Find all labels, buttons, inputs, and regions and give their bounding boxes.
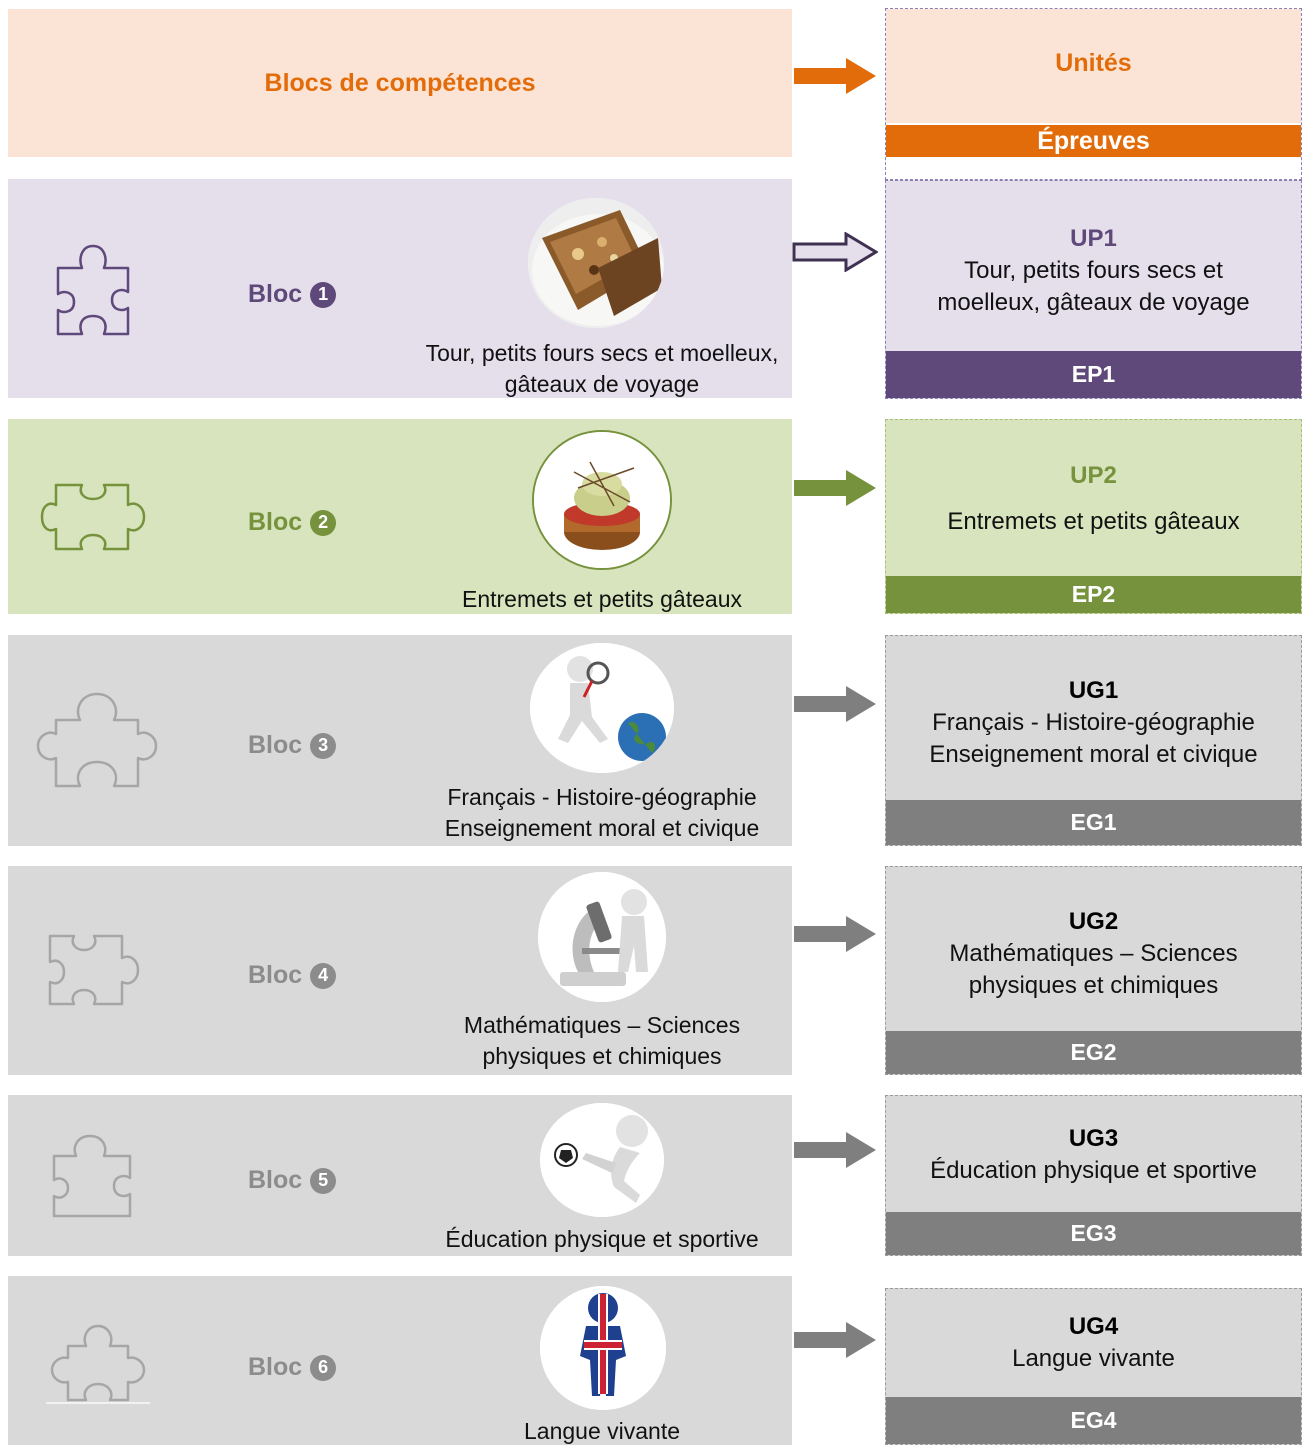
bloc-1-label: Bloc 1 — [248, 280, 337, 309]
bloc-word: Bloc — [248, 731, 303, 759]
epreuve-code: EG4 — [1070, 1407, 1117, 1433]
bloc-6-label: Bloc 6 — [248, 1353, 337, 1382]
bloc-number-badge: 6 — [310, 1354, 337, 1381]
unit-code: UG4 — [1068, 1313, 1119, 1340]
unit-line: physiques et chimiques — [968, 972, 1219, 999]
bloc-6-arrow-icon — [794, 1322, 876, 1358]
ug1-content: UG1 Français - Histoire-géographie Ensei… — [886, 636, 1301, 802]
bloc-number-badge: 1 — [310, 281, 337, 308]
bloc-3-caption: Français - Histoire-géographie Enseignem… — [410, 782, 794, 844]
up1-content: UP1 Tour, petits fours secs et moelleux,… — [886, 181, 1301, 351]
ug2-box: UG2 Mathématiques – Sciences physiques e… — [885, 866, 1302, 1075]
caption-line: Enseignement moral et civique — [444, 815, 760, 841]
tartlet-photo — [532, 430, 672, 570]
header-arrow-icon — [794, 58, 876, 94]
bloc-5-label: Bloc 5 — [248, 1166, 337, 1195]
bloc-3-label: Bloc 3 — [248, 731, 337, 760]
unit-name: Entremets et petits gâteaux — [947, 508, 1240, 535]
unites-header-top: Unités — [886, 9, 1301, 123]
epreuves-band: Épreuves — [886, 125, 1301, 157]
ep1-band: EP1 — [886, 351, 1301, 398]
ug1-box: UG1 Français - Histoire-géographie Ensei… — [885, 635, 1302, 846]
bloc-2-caption: Entremets et petits gâteaux — [462, 586, 742, 612]
ug3-content: UG3 Éducation physique et sportive — [886, 1096, 1301, 1214]
epreuve-code: EG2 — [1070, 1039, 1117, 1065]
caption-line: Mathématiques – Sciences — [463, 1012, 741, 1038]
blocs-header: Blocs de compétences — [8, 9, 792, 157]
soccer-figure-photo — [540, 1103, 664, 1217]
unites-header: Unités Épreuves — [885, 8, 1302, 180]
ug3-box: UG3 Éducation physique et sportive EG3 — [885, 1095, 1302, 1256]
puzzle-icon — [40, 483, 146, 551]
unites-title: Unités — [1055, 48, 1132, 77]
ug2-content: UG2 Mathématiques – Sciences physiques e… — [886, 867, 1301, 1033]
bloc-6-caption: Langue vivante — [523, 1418, 680, 1444]
puzzle-icon — [52, 1134, 132, 1218]
puzzle-icon — [46, 1324, 150, 1404]
unit-line: Français - Histoire-géographie — [932, 709, 1255, 736]
puzzle-icon — [56, 244, 130, 336]
up2-content: UP2 Entremets et petits gâteaux — [886, 420, 1301, 578]
epreuve-code: EP2 — [1071, 581, 1116, 607]
puzzle-icon — [48, 934, 140, 1006]
epreuve-code: EP1 — [1071, 361, 1116, 387]
bloc-word: Bloc — [248, 508, 303, 536]
bloc-number-badge: 3 — [310, 732, 337, 759]
ep2-band: EP2 — [886, 576, 1301, 613]
caption-line: physiques et chimiques — [482, 1043, 722, 1069]
puzzle-icon — [36, 692, 158, 788]
bloc-number-badge: 2 — [310, 509, 337, 536]
bloc-word: Bloc — [248, 1166, 303, 1194]
bloc-4-label: Bloc 4 — [248, 961, 337, 990]
unit-name: Tour, petits fours secs et moelleux, gât… — [937, 257, 1250, 316]
unit-code: UG2 — [1068, 908, 1119, 935]
unit-line: Enseignement moral et civique — [929, 741, 1258, 768]
unit-code: UP2 — [1070, 462, 1117, 489]
bloc-number-badge: 4 — [310, 962, 337, 989]
cake-photo — [528, 198, 664, 328]
globe-figure-photo — [530, 643, 674, 773]
microscope-figure-photo — [538, 872, 666, 1002]
unit-line: Mathématiques – Sciences — [949, 940, 1238, 967]
bloc-word: Bloc — [248, 961, 303, 989]
blocs-header-title: Blocs de compétences — [264, 68, 536, 97]
bloc-5-caption: Éducation physique et sportive — [445, 1226, 759, 1252]
bloc-4-arrow-icon — [794, 916, 876, 952]
eg1-band: EG1 — [886, 800, 1301, 845]
bloc-5-arrow-icon — [794, 1132, 876, 1168]
ug4-box: UG4 Langue vivante EG4 — [885, 1288, 1302, 1445]
unit-code: UG1 — [1068, 677, 1119, 704]
bloc-number-badge: 5 — [310, 1167, 337, 1194]
bloc-2-label: Bloc 2 — [248, 508, 337, 537]
caption-line: Français - Histoire-géographie — [447, 784, 757, 810]
eg3-band: EG3 — [886, 1212, 1301, 1255]
up1-box: UP1 Tour, petits fours secs et moelleux,… — [885, 180, 1302, 399]
bloc-word: Bloc — [248, 1353, 303, 1381]
eg4-band: EG4 — [886, 1397, 1301, 1444]
bloc-1-row — [8, 179, 792, 398]
unit-name: Langue vivante — [1012, 1345, 1175, 1372]
up2-box: UP2 Entremets et petits gâteaux EP2 — [885, 419, 1302, 614]
uk-flag-figure-photo — [540, 1286, 666, 1410]
epreuve-code: EG1 — [1070, 809, 1117, 835]
epreuve-code: EG3 — [1070, 1220, 1117, 1246]
unit-name: Éducation physique et sportive — [930, 1157, 1257, 1184]
epreuves-title: Épreuves — [1037, 126, 1150, 155]
bloc-3-arrow-icon — [794, 686, 876, 722]
eg2-band: EG2 — [886, 1031, 1301, 1074]
bloc-2-arrow-icon — [794, 470, 876, 506]
unit-code: UP1 — [1070, 225, 1117, 252]
bloc-1-arrow-icon — [792, 232, 878, 272]
unit-code: UG3 — [1068, 1125, 1119, 1152]
bloc-1-caption: Tour, petits fours secs et moelleux, gât… — [425, 340, 779, 397]
bloc-word: Bloc — [248, 280, 303, 308]
bloc-4-caption: Mathématiques – Sciences physiques et ch… — [410, 1010, 794, 1072]
ug4-content: UG4 Langue vivante — [886, 1289, 1301, 1397]
